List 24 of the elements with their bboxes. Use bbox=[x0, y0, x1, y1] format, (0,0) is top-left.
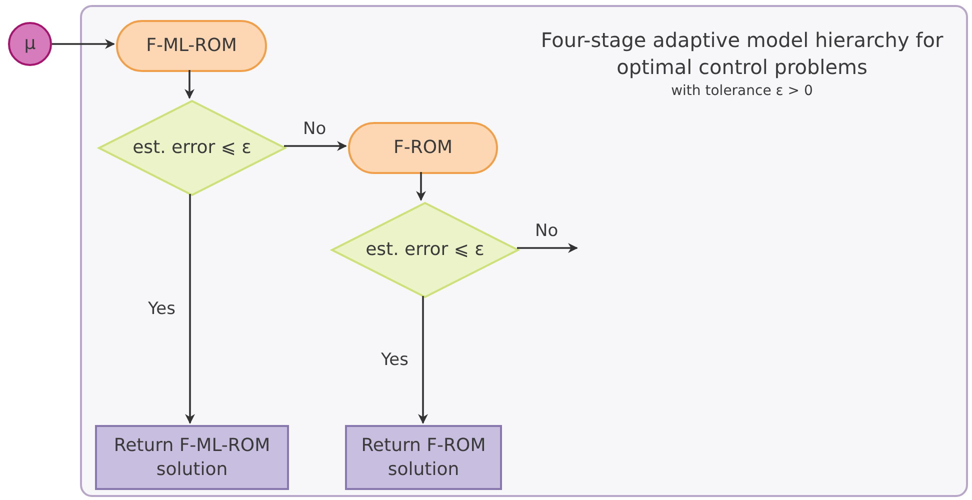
result-box bbox=[345, 425, 502, 490]
node-label: Return F-ML-ROM solution bbox=[112, 434, 272, 482]
node-label: est. error ⩽ ε bbox=[132, 136, 252, 160]
arrow bbox=[517, 243, 578, 253]
arrow bbox=[416, 172, 426, 201]
input-circle bbox=[8, 22, 52, 66]
diagram-panel bbox=[80, 5, 968, 497]
decision-diamond bbox=[98, 100, 286, 196]
decision-diamond bbox=[331, 202, 519, 298]
result-box bbox=[95, 425, 289, 490]
node-label: Four-stage adaptive model hierarchy for optimal control problems bbox=[540, 27, 944, 81]
node-label: est. error ⩽ ε bbox=[366, 238, 484, 262]
node-label: with tolerance ε > 0 bbox=[670, 82, 814, 100]
node-label: μ bbox=[24, 32, 36, 56]
node-label: Return F-ROM solution bbox=[360, 434, 487, 482]
arrow bbox=[185, 194, 195, 424]
arrow bbox=[418, 296, 428, 424]
node-label: F-ROM bbox=[393, 136, 453, 160]
arrow bbox=[284, 141, 347, 151]
process-box bbox=[348, 122, 498, 174]
node-label: F-ML-ROM bbox=[146, 34, 237, 58]
arrow bbox=[184, 70, 194, 99]
process-box bbox=[116, 20, 267, 72]
arrow bbox=[52, 39, 115, 49]
